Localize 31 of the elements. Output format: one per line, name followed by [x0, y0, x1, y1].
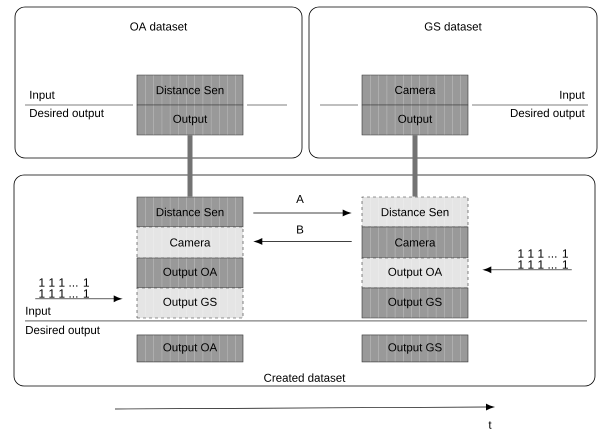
edge-label: B [295, 224, 305, 234]
arrow [34, 296, 122, 302]
data-field-box: Camera [136, 226, 244, 258]
axis-label: t [488, 421, 492, 429]
row-label: Desired output [26, 326, 100, 336]
data-field-box: Output OA [362, 258, 468, 288]
data-field-box: Output [136, 104, 244, 136]
data-field-box: Camera [362, 226, 468, 258]
data-field-box: Camera [362, 74, 468, 106]
row-label: Input [560, 90, 585, 102]
data-field-box: Output GS [362, 334, 468, 362]
hatched-connector [188, 135, 192, 197]
data-field-box: Output [362, 104, 468, 136]
row-label: Input [30, 90, 55, 102]
hatched-connector [412, 135, 418, 197]
bit-string: 1 1 1 ... 1 1 1 1 ... 1 [518, 249, 568, 269]
arrow [483, 266, 572, 274]
data-field-box: Distance Sen [136, 74, 244, 106]
row-label: Desired output [510, 108, 585, 120]
arrow [252, 210, 351, 216]
arrow [254, 238, 352, 245]
edge-label: A [295, 194, 305, 204]
data-field-box: Output OA [136, 258, 244, 288]
data-field-box: Output GS [136, 288, 244, 318]
bit-string: 1 1 1 ... 1 1 1 1 ... 1 [39, 278, 89, 298]
data-field-box: Output GS [362, 288, 468, 318]
data-field-box: Output OA [136, 334, 244, 362]
row-label: Desired output [30, 108, 104, 120]
row-label: Input [26, 306, 51, 318]
data-field-box: Distance Sen [136, 196, 244, 228]
data-field-box: Distance Sen [362, 196, 468, 228]
